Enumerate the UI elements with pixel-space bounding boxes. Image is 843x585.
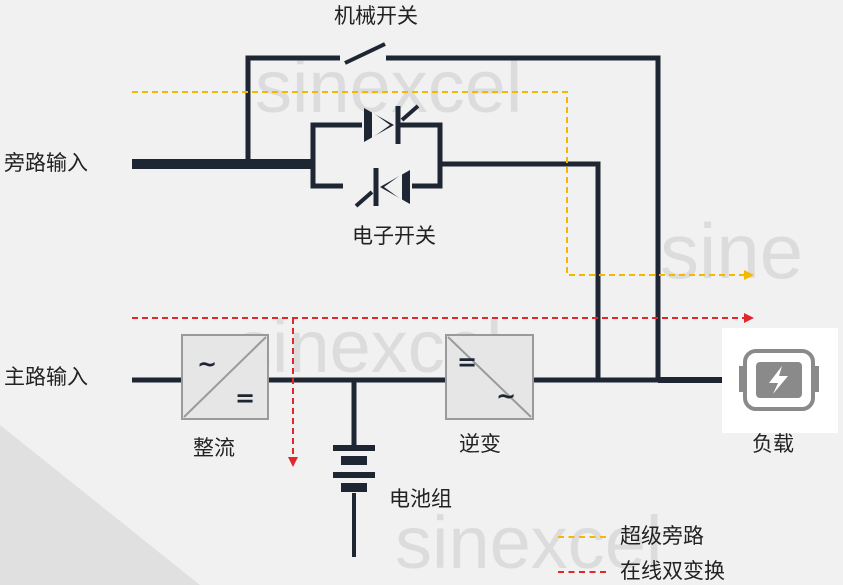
battery-pack-label: 电池组 [389,487,452,511]
mechanical-switch-to-load-wire [386,55,661,380]
load-icon [739,349,819,411]
rectifier-dc-symbol: = [235,384,255,412]
rectifier-ac-symbol: ~ [197,350,217,378]
rectifier-block: ~ = [181,334,269,420]
static-switch-upper-left-wire [310,122,362,164]
inverter-label: 逆变 [459,432,501,456]
rectifier-label: 整流 [193,436,235,460]
inverter-dc-symbol: = [457,348,477,376]
legend-label: 超级旁路 [620,524,704,548]
mechanical-switch-label: 机械开关 [334,4,418,28]
super-bypass-flow-line [132,91,754,280]
electronic-switch-label: 电子开关 [352,224,436,248]
legend-swatch-super-bypass [558,535,606,538]
static-switch-output-wire [440,161,601,380]
inverter-block: = ~ [445,334,534,420]
legend-label: 在线双变换 [620,559,725,583]
electronic-switch-thyristors [354,104,420,208]
main-input-label: 主路输入 [4,365,88,389]
watermark-group: sinexcel sinexcel sine sinexcel [235,45,803,584]
background-triangle [0,425,200,585]
bypass-loop-wire [245,55,340,162]
legend-item-online-double-conversion: 在线双变换 [558,561,725,582]
static-switch-right-wire [400,122,443,189]
battery-icon [333,445,375,492]
load-label: 负载 [752,432,794,456]
legend-swatch-online-double-conversion [558,570,606,573]
watermark-text: sinexcel [395,501,662,584]
watermark-text: sine [660,207,803,295]
static-switch-lower-left-wire [310,164,343,189]
inverter-ac-symbol: ~ [496,382,516,410]
mechanical-switch-blade [344,42,386,65]
load-block [722,328,838,433]
wiring [132,42,722,557]
lightning-icon [769,366,788,394]
legend-item-super-bypass: 超级旁路 [558,526,704,547]
bypass-input-label: 旁路输入 [4,151,88,175]
